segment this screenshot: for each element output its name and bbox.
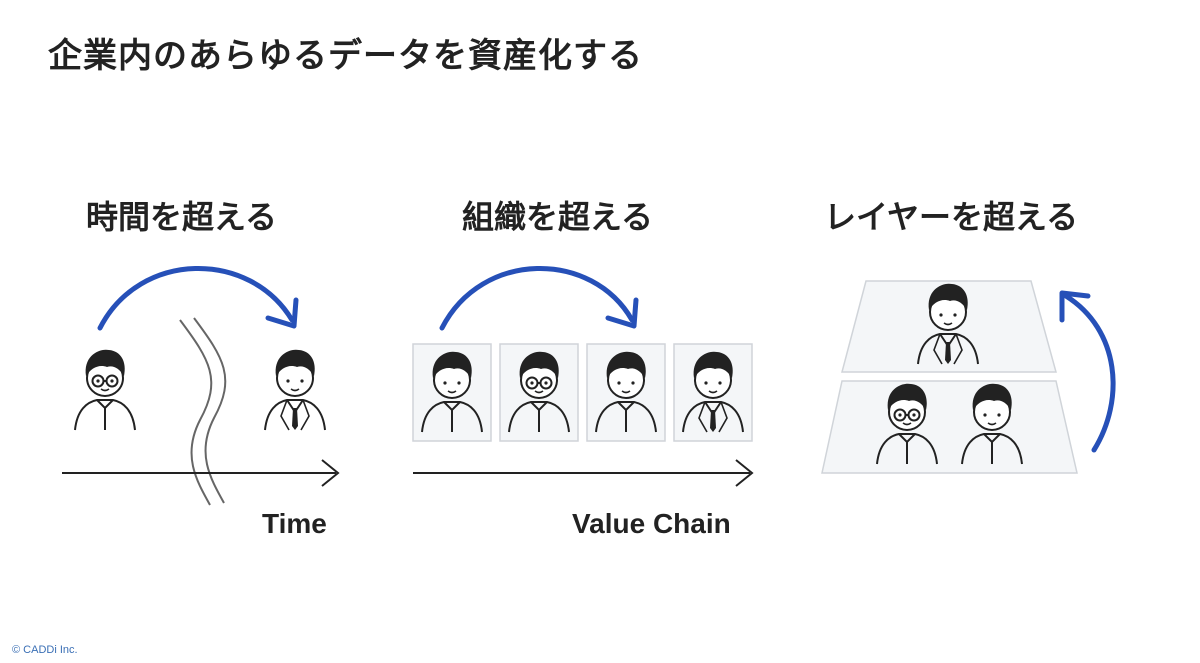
layer-top-panel xyxy=(841,280,1057,373)
time-arc-arrowhead xyxy=(265,297,299,329)
person-before xyxy=(74,348,136,431)
value-chain-axis-arrowhead xyxy=(735,459,754,487)
org-arc-arrowhead xyxy=(605,297,639,329)
copyright: © CADDi Inc. xyxy=(12,644,78,656)
org-card-3 xyxy=(586,343,666,442)
axis-label-value-chain: Value Chain xyxy=(572,508,731,539)
org-card-4 xyxy=(673,343,753,442)
layer-bottom-panel xyxy=(821,380,1078,474)
time-axis-arrowhead xyxy=(321,459,340,487)
org-card-1 xyxy=(412,343,492,442)
time-break-line xyxy=(179,319,213,506)
person-after xyxy=(264,348,326,431)
time-break-line xyxy=(193,317,227,504)
org-arc-arrow xyxy=(439,266,635,331)
section-title-time: 時間を超える xyxy=(86,198,278,236)
section-title-layer: レイヤーを超える xyxy=(824,198,1079,236)
axis-label-time: Time xyxy=(262,508,327,539)
section-title-organization: 組織を超える xyxy=(462,198,654,236)
layer-arc-arrow xyxy=(1063,293,1116,453)
time-arc-arrow xyxy=(97,266,295,331)
layer-arc-arrowhead xyxy=(1059,290,1091,323)
org-card-2 xyxy=(499,343,579,442)
page-title: 企業内のあらゆるデータを資産化する xyxy=(48,36,643,76)
